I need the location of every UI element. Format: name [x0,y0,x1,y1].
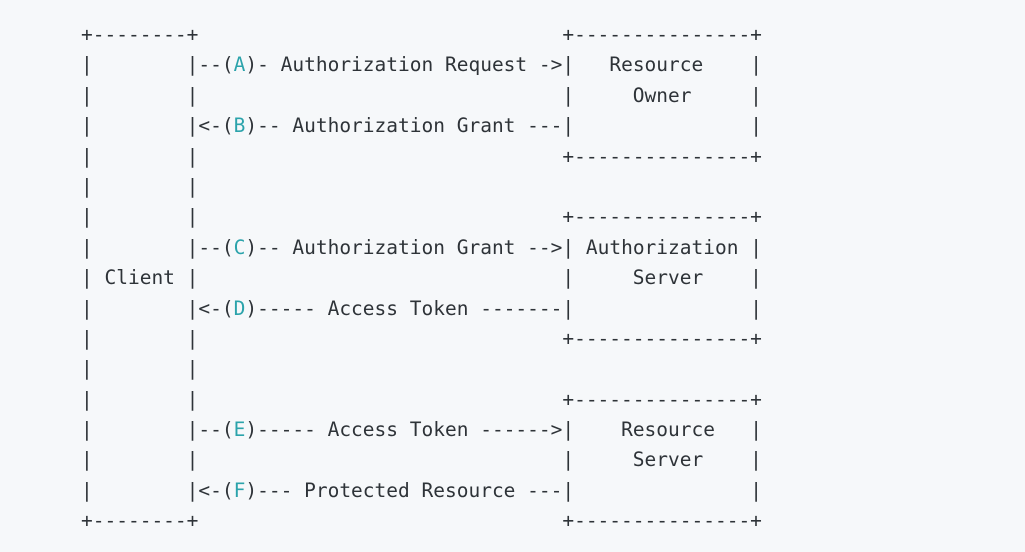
ascii-line: | |<-(B)-- Authorization Grant ---| | [81,114,762,138]
ascii-line: | | +---------------+ [81,144,762,168]
ascii-line: | | [81,174,199,198]
ascii-line: | |<-(F)--- Protected Resource ---| | [81,478,762,502]
ascii-line: | | [81,357,199,381]
step-letter-a: A [233,53,246,77]
step-letter-b: B [233,114,246,138]
ascii-line: | | | Server | [81,448,762,472]
step-letter-c: C [233,235,246,259]
ascii-line: | |<-(D)----- Access Token -------| | [81,296,762,320]
ascii-line: | | +---------------+ [81,326,762,350]
ascii-line: | | | Owner | [81,83,762,107]
ascii-line: +--------+ +---------------+ [81,23,762,46]
ascii-line: | |--(E)----- Access Token ------>| Reso… [81,418,762,442]
ascii-line: | | +---------------+ [81,205,762,229]
ascii-line: | | +---------------+ [81,387,762,411]
ascii-line: | |--(A)- Authorization Request ->| Reso… [81,53,762,77]
step-letter-d: D [233,296,246,320]
oauth-flow-ascii-diagram: +--------+ +---------------+ | |--(A)- Au… [81,23,762,533]
ascii-line: | |--(C)-- Authorization Grant -->| Auth… [81,235,762,259]
step-letter-f: F [233,478,246,502]
ascii-line: +--------+ +---------------+ [81,509,762,533]
ascii-line: | Client | | Server | [81,266,762,290]
step-letter-e: E [233,418,246,442]
